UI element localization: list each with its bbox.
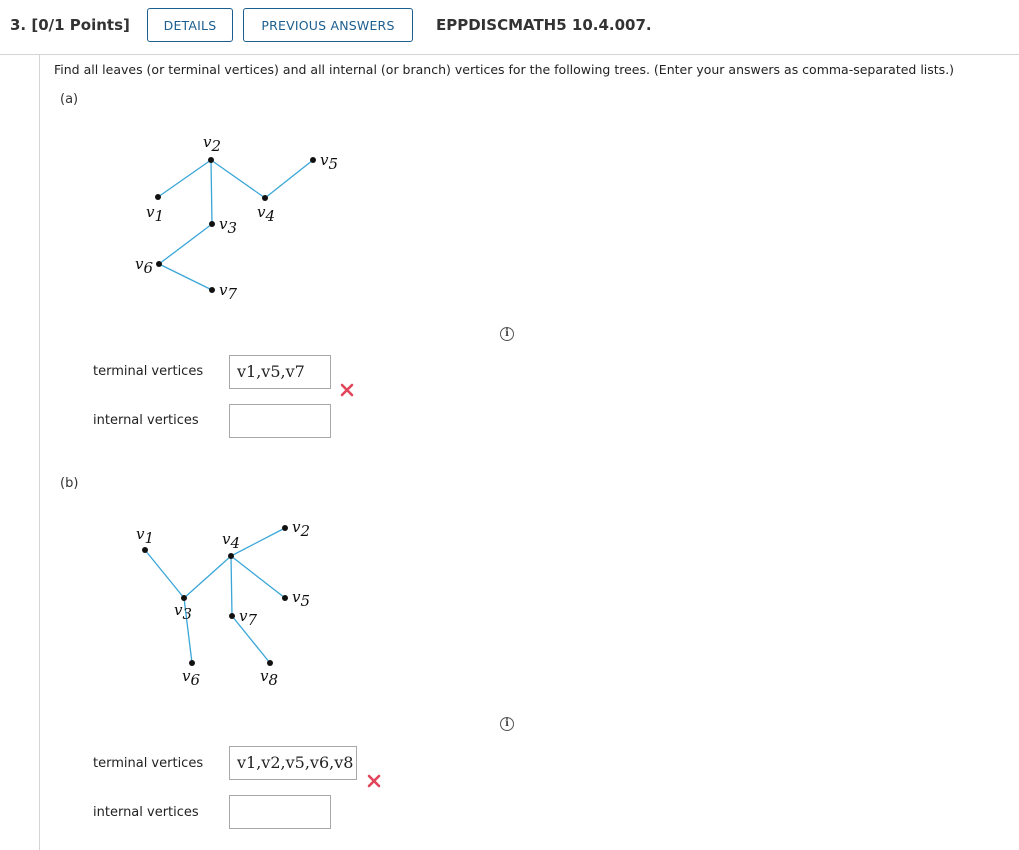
terminal-vertices-label-b: terminal vertices: [93, 756, 204, 771]
question-instructions: Find all leaves (or terminal vertices) a…: [54, 62, 955, 77]
label-a-v4: v4: [257, 203, 275, 225]
details-button[interactable]: DETAILS: [147, 8, 233, 42]
edge-b-v3-v6: [183, 597, 193, 664]
label-b-v2: v2: [292, 518, 310, 540]
info-icon[interactable]: i: [500, 717, 514, 731]
vertex-b-v2: [282, 525, 288, 531]
label-b-v8: v8: [260, 667, 278, 689]
previous-answers-button[interactable]: PREVIOUS ANSWERS: [243, 8, 413, 42]
question-code: EPPDISCMATH5 10.4.007.: [436, 16, 652, 34]
vertex-a-v5: [310, 157, 316, 163]
edge-b-v7-v8: [231, 615, 271, 664]
question-number: 3. [0/1 Points]: [10, 16, 130, 34]
edge-b-v1-v3: [144, 549, 185, 599]
vertex-b-v8: [267, 660, 273, 666]
label-b-v4: v4: [222, 530, 240, 552]
label-b-v7: v7: [239, 607, 257, 629]
edge-a-v3-v6: [158, 223, 213, 265]
vertex-b-v3: [181, 595, 187, 601]
vertex-b-v5: [282, 595, 288, 601]
label-b-v5: v5: [292, 588, 310, 610]
tree-b-labels: v1 v4 v2 v5 v3 v7 v6 v8: [136, 518, 310, 689]
question-header: 3. [0/1 Points] DETAILS PREVIOUS ANSWERS…: [0, 0, 1019, 55]
label-a-v1: v1: [146, 203, 164, 225]
terminal-vertices-input-b[interactable]: v1,v2,v5,v6,v8: [229, 746, 357, 780]
tree-a-edges: [157, 159, 314, 291]
tree-a-vertices: [155, 157, 316, 293]
internal-vertices-input-b[interactable]: [229, 795, 331, 829]
internal-vertices-label-b: internal vertices: [93, 805, 199, 820]
vertex-b-v4: [228, 553, 234, 559]
label-b-v3: v3: [174, 601, 192, 623]
vertex-a-v3: [209, 221, 215, 227]
edge-a-v2-v3: [210, 159, 213, 225]
label-a-v2: v2: [203, 133, 221, 155]
label-b-v6: v6: [182, 667, 200, 689]
terminal-vertices-label-a: terminal vertices: [93, 364, 204, 379]
x-mark-icon: [340, 383, 354, 397]
edge-b-v4-v5: [230, 555, 286, 599]
vertex-a-v7: [209, 287, 215, 293]
vertex-a-v2: [208, 157, 214, 163]
internal-vertices-label-a: internal vertices: [93, 413, 199, 428]
tree-b-edges: [144, 527, 286, 664]
edge-b-v4-v2: [230, 527, 286, 557]
edge-a-v4-v5: [264, 159, 314, 199]
info-icon[interactable]: i: [500, 327, 514, 341]
vertex-b-v1: [142, 547, 148, 553]
tree-a-labels: v2 v1 v3 v4 v5 v6 v7: [135, 133, 338, 303]
vertex-a-v4: [262, 195, 268, 201]
label-a-v3: v3: [219, 215, 237, 237]
part-b-label: (b): [60, 476, 79, 491]
edge-a-v2-v4: [210, 159, 266, 199]
edge-b-v3-v4: [183, 555, 232, 599]
label-b-v1: v1: [136, 525, 154, 547]
edge-a-v1-v2: [157, 159, 212, 198]
tree-b-vertices: [142, 525, 288, 666]
content-left-border: [39, 55, 40, 850]
terminal-vertices-input-a[interactable]: v1,v5,v7: [229, 355, 331, 389]
edge-a-v6-v7: [158, 263, 213, 291]
part-a-label: (a): [60, 92, 79, 107]
label-a-v5: v5: [320, 151, 338, 173]
edge-b-v4-v7: [230, 555, 233, 617]
x-mark-icon: [367, 774, 381, 788]
vertex-a-v6: [156, 261, 162, 267]
internal-vertices-input-a[interactable]: [229, 404, 331, 438]
label-a-v7: v7: [219, 281, 237, 303]
label-a-v6: v6: [135, 255, 153, 277]
vertex-b-v6: [189, 660, 195, 666]
vertex-a-v1: [155, 194, 161, 200]
vertex-b-v7: [229, 613, 235, 619]
